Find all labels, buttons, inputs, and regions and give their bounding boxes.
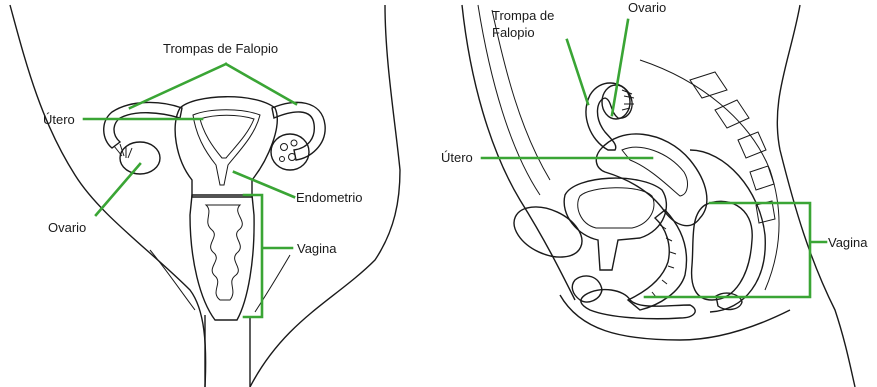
- side-view: Trompa de Falopio Ovario Útero Vagina: [441, 0, 868, 387]
- leader-vagina-bracket: [244, 195, 292, 317]
- sacrum: [690, 72, 775, 223]
- side-vagina: [628, 210, 686, 310]
- label-uterus: Útero: [43, 112, 75, 127]
- front-view: Trompas de Falopio Útero Endometrio Ovar…: [10, 5, 400, 387]
- leader-side-ovary: [612, 20, 628, 115]
- right-ovary: [271, 134, 309, 170]
- leader-fallopian-tubes: [130, 64, 296, 108]
- vaginal-opening: [205, 315, 250, 387]
- rectum: [692, 201, 753, 300]
- vagina-shape: [190, 195, 254, 320]
- abdomen-outline: [462, 5, 575, 300]
- side-uterus: [596, 134, 707, 226]
- thigh-line-right: [255, 255, 290, 312]
- uterus-cavity: [193, 110, 260, 185]
- follicle: [280, 157, 285, 162]
- follicle: [291, 140, 297, 146]
- left-fallopian-tube: [104, 102, 182, 148]
- follicle: [281, 144, 288, 151]
- label-side-ovary: Ovario: [628, 0, 666, 15]
- uterus-body: [175, 97, 277, 197]
- label-side-uterus: Útero: [441, 150, 473, 165]
- perineum: [581, 290, 695, 319]
- thigh-line-left: [150, 250, 195, 310]
- labia: [572, 276, 602, 302]
- label-endometrium: Endometrio: [296, 190, 362, 205]
- label-side-vagina: Vagina: [828, 235, 868, 250]
- spine-outline: [640, 60, 779, 290]
- bladder-texture: [578, 188, 654, 228]
- follicle: [289, 154, 296, 161]
- label-side-fallopian-tube-line1: Trompa de: [492, 8, 554, 23]
- leader-endometrium: [234, 172, 294, 197]
- vagina-rugae: [206, 205, 242, 300]
- bladder: [564, 178, 666, 270]
- leader-side-fallopian-tube: [567, 40, 588, 104]
- right-fallopian-tube: [272, 102, 325, 160]
- body-outline-left: [10, 5, 206, 387]
- endometrium-layer: [200, 115, 254, 158]
- lower-outline: [560, 295, 790, 340]
- label-vagina: Vagina: [297, 241, 337, 256]
- label-ovary: Ovario: [48, 220, 86, 235]
- side-vagina-rugae: [652, 225, 676, 297]
- back-outline: [777, 5, 855, 387]
- rectum-outer: [690, 150, 765, 312]
- left-fimbriae: [114, 144, 132, 158]
- label-side-fallopian-tube-line2: Falopio: [492, 25, 535, 40]
- label-fallopian-tubes: Trompas de Falopio: [163, 41, 278, 56]
- leader-ovary: [96, 164, 140, 215]
